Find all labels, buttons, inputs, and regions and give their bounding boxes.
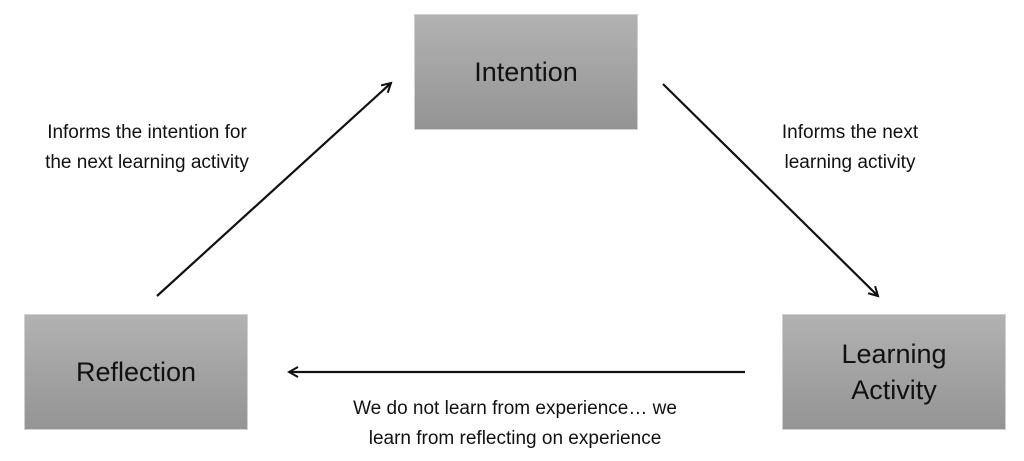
node-label-line1: Learning xyxy=(841,339,947,369)
node-reflection: Reflection xyxy=(24,314,248,430)
node-intention: Intention xyxy=(414,14,638,130)
node-label: Reflection xyxy=(75,357,197,387)
edge-label-intention-to-activity: Informs the next learning activity xyxy=(710,118,990,178)
node-label-line2: Activity xyxy=(851,375,937,405)
label-line: the next learning activity xyxy=(45,152,249,173)
label-line: Informs the next xyxy=(781,122,919,143)
label-line: learn from reflecting on experience xyxy=(368,428,662,449)
arrow-reflection-to-intention xyxy=(156,83,391,297)
edge-label-reflection-to-intention: Informs the intention for the next learn… xyxy=(7,118,287,178)
node-label: Intention xyxy=(474,57,578,87)
edge-label-activity-to-reflection: We do not learn from experience… we lear… xyxy=(330,394,700,454)
label-line: Informs the intention for xyxy=(47,122,247,143)
node-learning-activity: Learning Activity xyxy=(782,314,1006,430)
label-line: learning activity xyxy=(784,152,916,173)
label-line: We do not learn from experience… we xyxy=(353,398,677,419)
arrow-intention-to-activity xyxy=(662,83,878,296)
